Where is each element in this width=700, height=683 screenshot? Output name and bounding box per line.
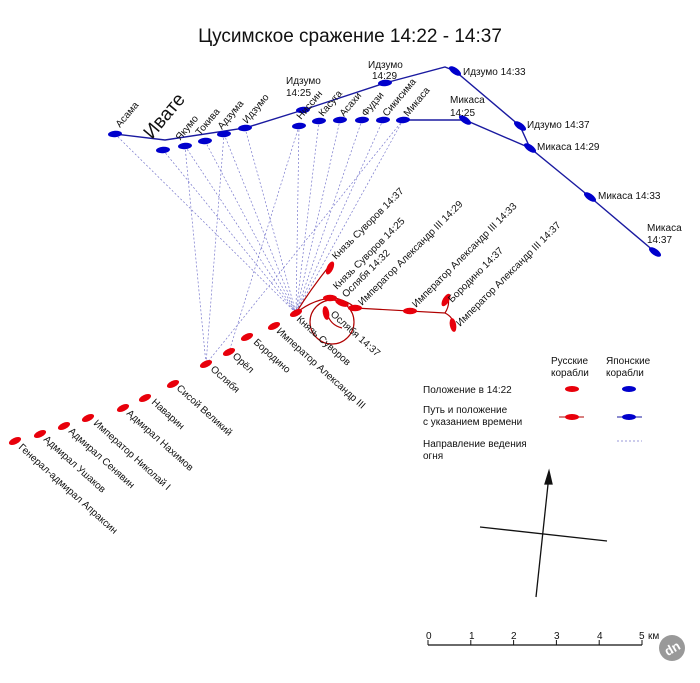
legend-path: с указанием времени <box>423 417 522 428</box>
timed-label: Идзумо 14:33 <box>463 67 526 78</box>
russian-ship-marker <box>403 307 417 315</box>
scale-tick-label: 4 <box>597 631 603 642</box>
russian-ship-marker <box>166 380 180 388</box>
scale-tick-label: 2 <box>511 631 517 642</box>
japanese-ship-marker <box>523 143 537 153</box>
legend-fire: Направление ведения <box>423 439 527 450</box>
japanese-ship-marker <box>396 116 410 124</box>
timed-label: Микаса <box>450 95 485 106</box>
russian-ship-marker <box>323 294 337 302</box>
russian-ship-marker <box>199 360 213 368</box>
japanese-ship-marker <box>513 121 527 131</box>
japanese-ship-marker <box>333 116 347 124</box>
ship-label: Наварин <box>149 397 186 432</box>
timed-label: Микаса 14:29 <box>537 142 600 153</box>
russian-ship-marker <box>33 430 47 438</box>
russian-ship-marker <box>289 309 303 317</box>
compass-icon <box>479 468 608 598</box>
japanese-ship-marker <box>156 146 170 154</box>
legend-japanese-header: корабли <box>606 367 644 379</box>
japanese-paths <box>114 66 656 253</box>
scale-tick-label: 1 <box>469 631 475 642</box>
russian-ship-marker <box>81 414 95 422</box>
russian-ship-marker <box>138 394 152 402</box>
scale-unit: км <box>648 631 659 642</box>
japanese-ship-marker <box>376 116 390 124</box>
timed-label: Идзумо 14:37 <box>527 120 590 131</box>
japanese-ship-marker <box>378 79 392 87</box>
japanese-ship-marker <box>312 117 326 125</box>
russian-ship-marker <box>267 322 281 330</box>
legend-position: Положение в 14:22 <box>423 385 512 396</box>
russian-ship-marker <box>325 261 335 275</box>
japanese-ships <box>108 66 662 257</box>
legend-fire: огня <box>423 451 443 462</box>
legend-japanese-header: Японские <box>606 356 651 367</box>
legend-russian-header: Русские <box>551 356 589 367</box>
map-title: Цусимское сражение 14:22 - 14:37 <box>198 26 502 47</box>
russian-ship-marker <box>8 437 22 445</box>
ship-label: Асама <box>114 100 142 130</box>
timed-label: Идзумо <box>368 60 403 71</box>
russian-ship-marker <box>441 293 451 307</box>
scale-tick-label: 0 <box>426 631 432 642</box>
scale-bar: 0 1 2 3 4 5 км <box>426 631 659 646</box>
timed-label-time: 14:25 <box>286 88 311 99</box>
japanese-ship-marker <box>198 137 212 145</box>
japanese-ship-marker <box>458 115 472 125</box>
ship-label: Сисой Великий <box>174 383 234 438</box>
russian-ships <box>8 261 457 445</box>
russian-ship-marker <box>116 404 130 412</box>
japanese-ship-marker <box>583 192 597 202</box>
japanese-ship-marker <box>108 130 122 138</box>
japanese-ship-marker <box>238 124 252 132</box>
scale-tick-label: 3 <box>554 631 560 642</box>
ship-label: Адмирал Ушаков <box>41 434 107 495</box>
japanese-ship-marker <box>448 66 462 76</box>
japanese-ship-marker <box>355 116 369 124</box>
watermark-text: dn <box>662 638 683 659</box>
legend-russian-header: корабли <box>551 367 589 379</box>
timed-label-time: 14:29 <box>372 71 397 82</box>
japanese-ship-marker <box>648 247 662 257</box>
timed-label: Идзумо <box>286 76 321 87</box>
japanese-ship-marker <box>217 130 231 138</box>
japanese-labels: Асама Ивате Якумо Токива Адзума Идзумо Н… <box>114 60 682 234</box>
watermark-logo: dn <box>659 635 685 661</box>
japanese-ship-marker <box>178 142 192 150</box>
russian-ship-marker <box>348 304 362 312</box>
russian-ship-marker <box>240 333 254 341</box>
japanese-ship-marker <box>296 106 310 114</box>
legend-path: Путь и положение <box>423 405 508 416</box>
ship-label: Фудзи <box>360 90 387 119</box>
scale-tick-label: 5 <box>639 631 645 642</box>
russian-ship-marker <box>449 318 457 332</box>
ship-label: Орёл <box>230 351 256 376</box>
timed-label-time: 14:25 <box>450 108 475 119</box>
timed-label-time: 14:37 <box>647 235 672 246</box>
russian-ship-marker <box>322 306 330 320</box>
russian-ship-marker <box>57 422 71 430</box>
timed-label: Микаса 14:33 <box>598 191 661 202</box>
japanese-ship-marker <box>292 122 306 130</box>
russian-ship-marker <box>222 348 236 356</box>
timed-label: Бородино 14:37 <box>446 245 506 305</box>
russian-labels: Князь Суворов Император Александр III Бо… <box>16 186 564 537</box>
timed-label: Микаса <box>647 223 682 234</box>
russian-ship-marker <box>335 299 349 307</box>
ship-label: Ослябя <box>208 363 242 395</box>
legend: Русские корабли Японские корабли Положен… <box>423 356 651 462</box>
fire-lines <box>114 119 404 365</box>
